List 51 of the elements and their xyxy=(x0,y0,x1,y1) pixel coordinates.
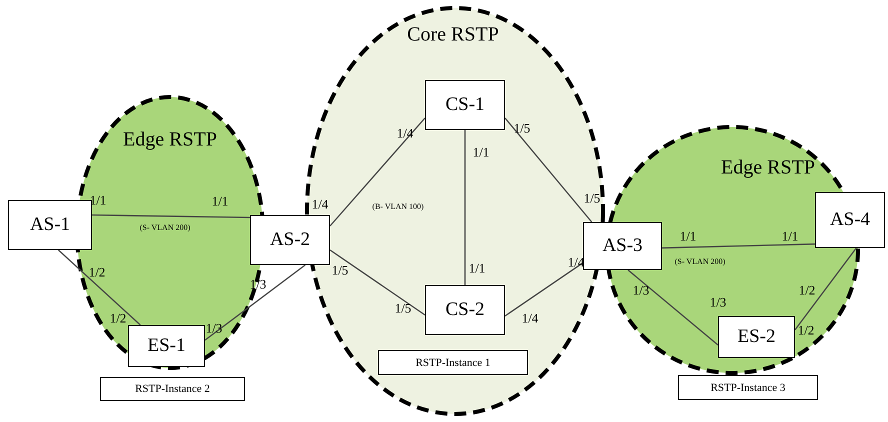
port-label: 1/3 xyxy=(250,278,266,290)
device-box: ES-1 xyxy=(128,325,205,367)
port-label: 1/3 xyxy=(206,322,222,334)
port-label: 1/1 xyxy=(782,230,798,242)
port-label: 1/2 xyxy=(798,284,816,296)
port-label: 1/1 xyxy=(212,194,228,208)
port-label: 1/2 xyxy=(798,324,814,336)
dashed-ellipse-region xyxy=(75,95,265,370)
port-label: 1/3 xyxy=(632,284,650,296)
port-label: 1/5 xyxy=(584,192,600,204)
port-label: 1/3 xyxy=(710,296,726,308)
port-label: 1/2 xyxy=(88,266,106,278)
port-label: 1/1 xyxy=(472,146,490,158)
device-box: AS-2 xyxy=(250,215,330,265)
link-line xyxy=(330,249,426,316)
port-label: 1/5 xyxy=(514,122,530,134)
port-label: 1/1 xyxy=(468,262,486,274)
link-line xyxy=(330,118,426,226)
device-box: ES-2 xyxy=(718,316,795,358)
port-label: 1/4 xyxy=(522,312,538,324)
region-title: Edge RSTP xyxy=(721,156,815,180)
link-line xyxy=(628,270,718,346)
port-label: 1/1 xyxy=(680,230,696,242)
device-box: AS-1 xyxy=(8,200,92,250)
link-line xyxy=(204,264,306,341)
device-box: AS-3 xyxy=(583,222,662,270)
port-label: 1/4 xyxy=(312,198,328,210)
port-label: 1/4 xyxy=(568,256,584,268)
link-line xyxy=(92,214,250,218)
port-label: 1/2 xyxy=(110,312,126,324)
edge-label: (S- VLAN 200) xyxy=(674,258,726,266)
vlan-label: (B- VLAN 100) xyxy=(372,203,424,211)
device-box: AS-4 xyxy=(815,192,885,248)
region-title: Edge RSTP xyxy=(123,128,217,152)
link-line xyxy=(662,243,816,249)
region-title: Core RSTP xyxy=(407,24,499,46)
link-line xyxy=(794,248,857,330)
device-box: CS-1 xyxy=(425,80,505,130)
link-line xyxy=(504,118,592,222)
link-line xyxy=(504,262,584,317)
port-label: 1/4 xyxy=(396,126,414,140)
link-line xyxy=(464,130,466,285)
instance-label-box: RSTP-Instance 1 xyxy=(378,350,528,375)
port-label: 1/1 xyxy=(90,194,106,206)
port-label: 1/5 xyxy=(394,302,412,314)
instance-label-box: RSTP-Instance 3 xyxy=(678,375,818,400)
instance-label-box: RSTP-Instance 2 xyxy=(100,377,245,401)
link-line xyxy=(58,250,141,326)
edge-label: (S- VLAN 200) xyxy=(140,224,190,232)
device-box: CS-2 xyxy=(425,285,505,335)
port-label: 1/5 xyxy=(332,264,348,276)
